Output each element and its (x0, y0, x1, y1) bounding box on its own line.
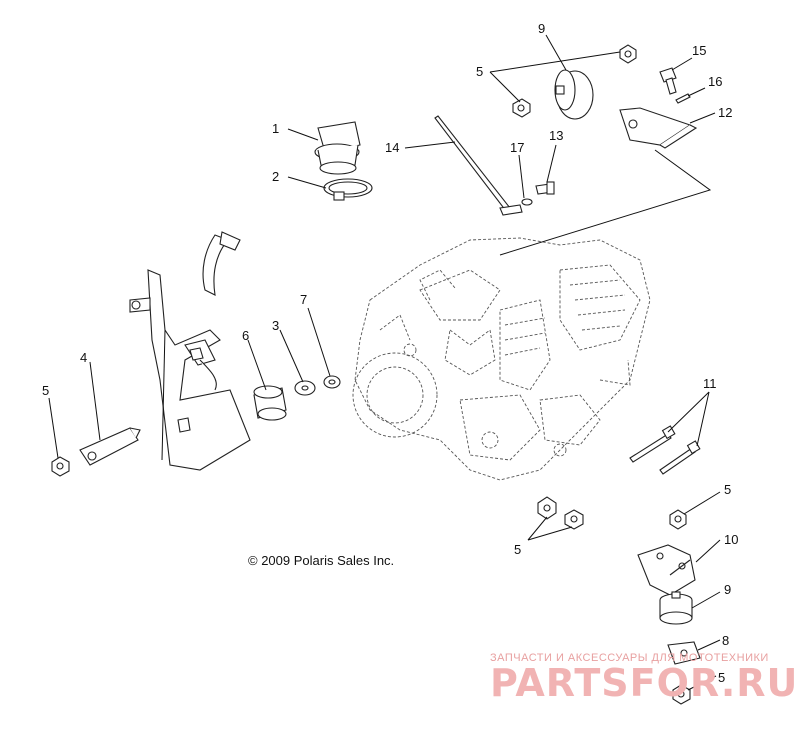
callout-5-bottom: 5 (718, 670, 725, 685)
part-10-bracket (637, 544, 696, 596)
callout-5-center: 5 (514, 542, 521, 557)
callout-14: 14 (385, 140, 399, 155)
part-5-nut-b (619, 44, 637, 64)
part-14-rod (434, 115, 523, 216)
part-11-bolts (629, 425, 701, 475)
callout-17: 17 (510, 140, 524, 155)
part-9-mount-top (554, 69, 594, 120)
part-7-washer (323, 375, 341, 389)
callout-15: 15 (692, 43, 706, 58)
leader-12-engine (499, 149, 712, 256)
callout-10: 10 (724, 532, 738, 547)
callout-3: 3 (272, 318, 279, 333)
callout-labels: 1 2 3 4 5 5 5 5 5 6 7 8 9 9 10 11 12 13 … (42, 21, 738, 685)
callout-9-top: 9 (538, 21, 545, 36)
callout-2: 2 (272, 169, 279, 184)
part-9-mount-bottom (659, 591, 693, 625)
part-5-nut-left (51, 456, 70, 477)
callout-4: 4 (80, 350, 87, 365)
callout-1: 1 (272, 121, 279, 136)
part-5-nut-e (669, 509, 687, 530)
part-3-washer (294, 380, 316, 396)
frame-section (129, 231, 251, 471)
watermark-caption: ЗАПЧАСТИ И АКСЕССУАРЫ ДЛЯ МОТОТЕХНИКИ (490, 652, 769, 664)
part-12-bracket (619, 107, 698, 149)
callout-12: 12 (718, 105, 732, 120)
callout-8: 8 (722, 633, 729, 648)
part-13-bolt (535, 181, 555, 195)
callout-5-left: 5 (42, 383, 49, 398)
part-17-washer (521, 198, 533, 206)
engine-block (352, 237, 651, 481)
part-4-bracket (79, 427, 141, 466)
copyright-text: © 2009 Polaris Sales Inc. (248, 553, 394, 568)
callout-13: 13 (549, 128, 563, 143)
part-5-nut-c (537, 496, 557, 520)
part-6-mount (253, 385, 287, 421)
callout-16: 16 (708, 74, 722, 89)
part-5-nut-d (564, 509, 584, 530)
callout-6: 6 (242, 328, 249, 343)
leader-lines (48, 34, 721, 691)
callout-5-top: 5 (476, 64, 483, 79)
callout-9-bottom: 9 (724, 582, 731, 597)
part-2-clamp (323, 178, 373, 201)
callout-11: 11 (703, 376, 717, 391)
part-16-pin (675, 93, 691, 104)
part-8-plate (667, 641, 701, 665)
part-5-nut-a (512, 98, 531, 118)
callout-7: 7 (300, 292, 307, 307)
watermark-logo: PARTSFOR.RU (490, 661, 798, 705)
part-1-boot (314, 121, 361, 175)
callout-5-right: 5 (724, 482, 731, 497)
part-15-bolt (659, 67, 677, 95)
part-5-nut-f (672, 684, 691, 705)
